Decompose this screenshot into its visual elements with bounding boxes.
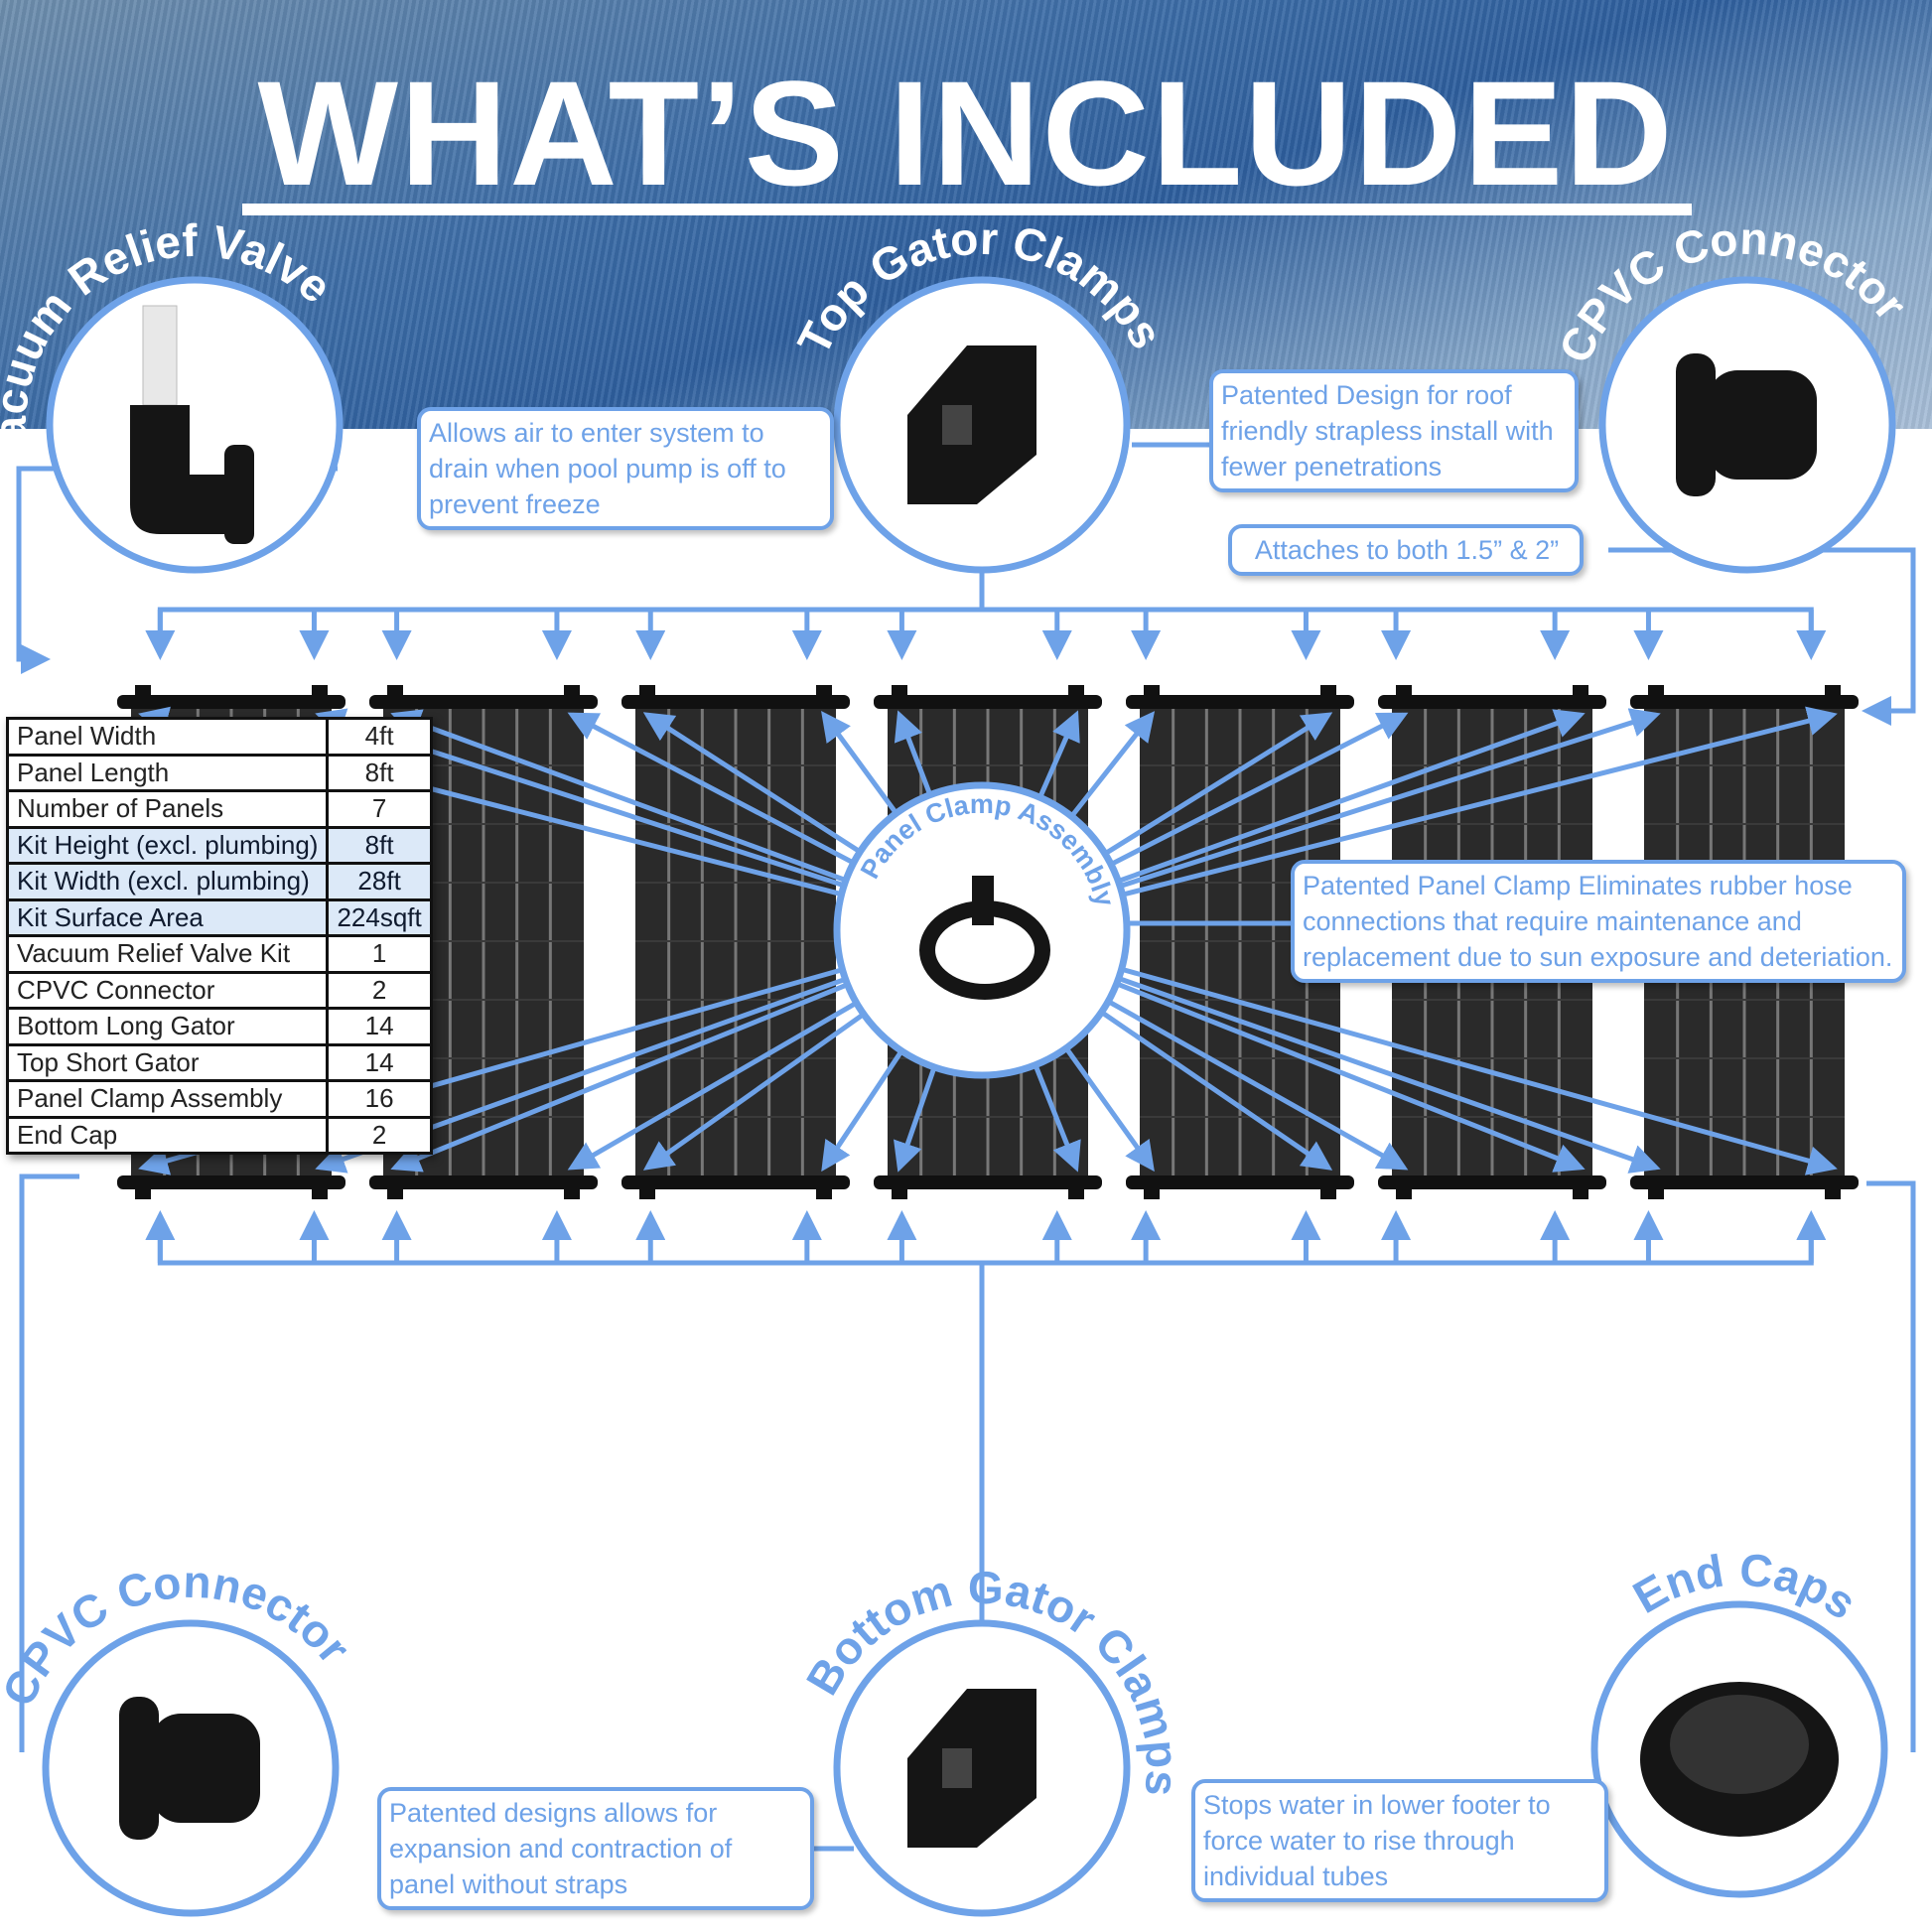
spec-value: 8ft	[326, 753, 433, 792]
spec-row: Kit Width (excl. plumbing)28ft	[5, 862, 433, 901]
spec-value: 28ft	[326, 862, 433, 901]
top-bus-line	[157, 607, 1814, 653]
clamp-arrow	[1065, 1047, 1155, 1173]
spec-value: 14	[326, 1007, 433, 1046]
clamp-arrow	[1119, 709, 1586, 884]
clamp-arrow	[642, 1013, 864, 1171]
clamp-arrow	[821, 1050, 903, 1173]
cpvc-connector-bottom-circle	[42, 1619, 340, 1917]
bottom-bus-line	[157, 1219, 1814, 1266]
clamp-arrow	[1123, 706, 1838, 897]
spec-label: Kit Surface Area	[5, 897, 330, 937]
spec-label: Kit Height (excl. plumbing)	[5, 825, 330, 865]
clamp-arrow	[1070, 711, 1156, 817]
top-gator-clamps-description: Patented Design for roof friendly strapl…	[1209, 369, 1579, 492]
clamp-arrow	[894, 1067, 936, 1173]
spec-value: 224sqft	[326, 897, 433, 937]
clamp-arrow	[1111, 712, 1409, 866]
bottom-gator-clamps-image	[907, 1689, 1036, 1848]
spec-value: 2	[326, 1115, 433, 1155]
clamp-arrow	[894, 710, 932, 794]
spec-label: Number of Panels	[5, 789, 330, 829]
clamp-arrow	[390, 709, 845, 883]
solar-panel	[621, 685, 850, 1199]
cpvc-connector-top-circle	[1598, 276, 1896, 574]
spec-label: Kit Width (excl. plumbing)	[5, 862, 330, 901]
spec-value: 16	[326, 1079, 433, 1119]
clamp-arrow	[1038, 710, 1080, 797]
top-gator-clamps-image	[907, 345, 1036, 504]
clamp-arrow	[567, 712, 854, 865]
cpvc-connector-bottom-image	[119, 1697, 260, 1840]
spec-value: 8ft	[326, 825, 433, 865]
cpvc-connector-description: Attaches to both 1.5” & 2”	[1228, 524, 1584, 576]
title-underline	[242, 204, 1692, 215]
panel-clamp-assembly-circle	[833, 781, 1131, 1079]
spec-label: Bottom Long Gator	[5, 1007, 330, 1046]
clamp-arrow	[821, 710, 897, 814]
spec-label: Panel Clamp Assembly	[5, 1079, 330, 1119]
panel-clamp-description: Patented Panel Clamp Eliminates rubber h…	[1291, 860, 1906, 983]
clamp-arrow	[642, 712, 860, 853]
clamp-arrow	[1101, 1011, 1333, 1171]
spec-label: Panel Length	[5, 753, 330, 792]
clamp-arrow	[1121, 708, 1661, 889]
vacuum-relief-valve-image	[130, 305, 254, 544]
cpvc-connector-top-image	[1676, 353, 1817, 496]
clamp-arrow	[1119, 976, 1661, 1173]
spec-label: CPVC Connector	[5, 970, 330, 1010]
spec-label: Panel Width	[5, 717, 330, 757]
end-caps-description: Stops water in lower footer to force wat…	[1191, 1779, 1608, 1902]
end-caps-image	[1640, 1682, 1839, 1837]
page-title: WHAT’S INCLUDED	[257, 50, 1675, 216]
cpvc-bottom-line	[19, 1173, 79, 1752]
bottom-gator-clamps-circle	[833, 1619, 1131, 1917]
spec-value: 4ft	[326, 717, 433, 757]
panel-clamp-assembly-image	[919, 876, 1051, 1000]
clamp-arrow	[1105, 712, 1333, 855]
clamp-arrow	[567, 1001, 857, 1171]
clamp-arrow	[390, 983, 847, 1173]
bottom-gator-clamps-description: Patented designs allows for expansion an…	[377, 1787, 814, 1910]
clamp-arrow	[1122, 967, 1838, 1175]
spec-value: 7	[326, 789, 433, 829]
clamp-arrow	[1034, 1065, 1081, 1173]
vacuum-relief-valve-circle	[46, 276, 344, 574]
clamp-arrow	[1108, 1000, 1409, 1171]
spec-row: Kit Height (excl. plumbing)8ft	[5, 825, 433, 865]
vacuum-relief-valve-description: Allows air to enter system to drain when…	[417, 407, 834, 530]
spec-value: 2	[326, 970, 433, 1010]
end-caps-circle	[1590, 1600, 1888, 1898]
spec-value: 14	[326, 1042, 433, 1082]
clamp-arrow	[1117, 982, 1586, 1173]
endcap-line	[1866, 1180, 1916, 1752]
spec-label: Vacuum Relief Valve Kit	[5, 934, 330, 974]
spec-value: 1	[326, 934, 433, 974]
spec-label: End Cap	[5, 1115, 330, 1155]
top-gator-clamps-circle	[833, 276, 1131, 574]
spec-label: Top Short Gator	[5, 1042, 330, 1082]
